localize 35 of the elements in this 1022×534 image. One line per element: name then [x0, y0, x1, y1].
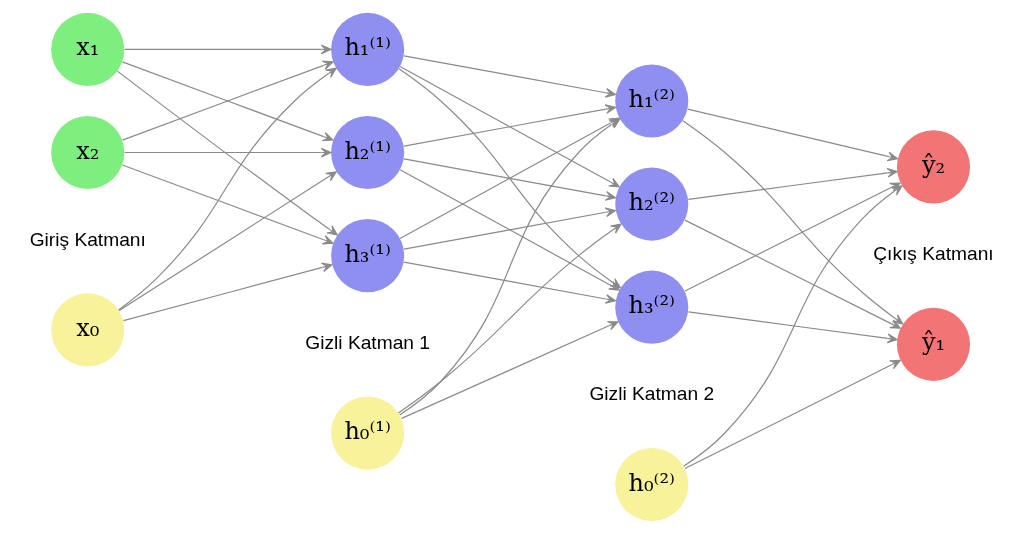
arrow: [118, 171, 337, 312]
label: Gizli Katman 1: [304, 331, 430, 353]
node-circle: x₂: [50, 115, 124, 190]
arrow: [687, 311, 898, 344]
node-circle: h₂⁽¹⁾: [330, 115, 404, 190]
arrow: [117, 67, 337, 311]
arrow: [116, 70, 338, 236]
arrow: [683, 219, 901, 329]
node-circle: ŷ₂: [896, 130, 970, 204]
label: Giriş Katmanı: [29, 228, 146, 250]
arrow: [121, 164, 333, 245]
label: Gizli Katman 2: [588, 383, 714, 405]
arrow: [686, 108, 898, 162]
arrow: [402, 261, 616, 304]
node-circle: x₁: [50, 12, 124, 86]
arrow: [123, 44, 331, 55]
arrow: [402, 55, 616, 98]
label: Çıkış Katmanı: [872, 243, 994, 265]
arrow: [687, 167, 898, 200]
arrow: [402, 158, 616, 201]
arrow: [122, 262, 332, 322]
node-circle: h₁⁽²⁾: [614, 64, 688, 138]
node-circle: h₀⁽²⁾: [614, 448, 688, 522]
node-circle: h₁⁽¹⁾: [330, 12, 404, 86]
arrow: [400, 321, 618, 419]
arrow: [683, 359, 901, 470]
node-circle: x₀: [50, 293, 124, 367]
node-circle: h₃⁽¹⁾: [330, 219, 404, 293]
arrow: [402, 104, 616, 147]
node-circle: ŷ₁: [896, 307, 970, 381]
node-circle: h₂⁽²⁾: [614, 167, 688, 241]
node-circle: h₀⁽¹⁾: [330, 396, 404, 470]
arrow: [402, 207, 616, 250]
node-circle: h₃⁽²⁾: [614, 270, 688, 344]
arrow: [123, 147, 331, 158]
